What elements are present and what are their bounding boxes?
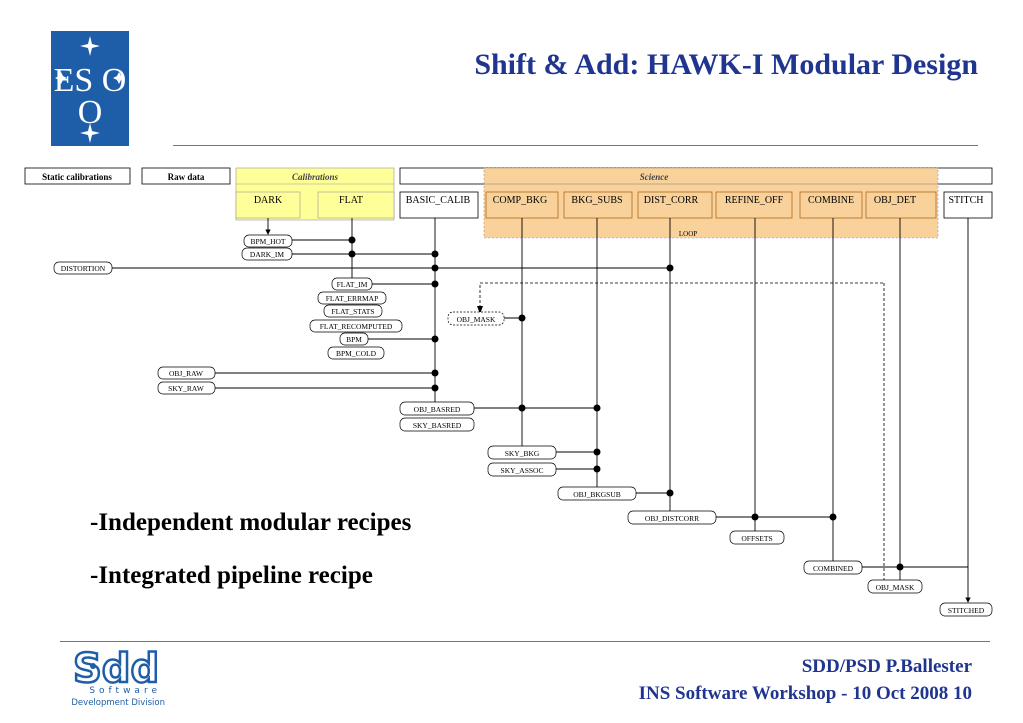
svg-text:OBJ_MASK: OBJ_MASK — [457, 315, 496, 324]
svg-text:REFINE_OFF: REFINE_OFF — [725, 195, 784, 206]
loop-label: LOOP — [679, 230, 697, 238]
svg-text:BPM_COLD: BPM_COLD — [336, 349, 377, 358]
footer-divider — [60, 641, 990, 642]
recipe-dist-corr: DIST_CORR — [637, 191, 713, 219]
product-obj-raw: OBJ_RAW — [157, 366, 216, 380]
product-flat-recomputed: FLAT_RECOMPUTED — [309, 319, 403, 333]
header-calibrations: Calibrations — [292, 172, 339, 182]
svg-text:DARK: DARK — [254, 195, 283, 206]
svg-text:DISTORTION: DISTORTION — [61, 264, 106, 273]
eso-logo: ES O O — [51, 31, 129, 146]
svg-text:Raw data: Raw data — [168, 172, 205, 182]
product-sky-assoc: SKY_ASSOC — [487, 462, 557, 477]
svg-text:STITCHED: STITCHED — [948, 606, 985, 615]
svg-text:OBJ_MASK: OBJ_MASK — [876, 583, 915, 592]
product-stitched: STITCHED — [939, 602, 993, 617]
svg-text:BPM_HOT: BPM_HOT — [250, 237, 285, 246]
svg-text:FLAT: FLAT — [339, 195, 363, 206]
product-distortion: DISTORTION — [53, 261, 113, 275]
svg-text:DARK_IM: DARK_IM — [250, 250, 284, 259]
svg-text:OBJ_DISTCORR: OBJ_DISTCORR — [645, 514, 699, 523]
product-bpm-cold: BPM_COLD — [327, 346, 385, 360]
svg-text:BKG_SUBS: BKG_SUBS — [571, 195, 622, 206]
eso-logo-letters: ES O — [54, 62, 127, 99]
modular-design-diagram: Static calibrations Raw data Calibration… — [24, 167, 993, 617]
header-science: Science — [640, 172, 669, 182]
svg-text:DIST_CORR: DIST_CORR — [644, 195, 699, 206]
page-title: Shift & Add: HAWK-I Modular Design — [474, 48, 978, 81]
recipe-obj-det: OBJ_DET — [865, 191, 937, 219]
recipe-dark: DARK — [235, 191, 301, 219]
svg-text:SKY_RAW: SKY_RAW — [168, 384, 205, 393]
footer-author: SDD/PSD P.Ballester — [801, 656, 972, 677]
product-bpm-hot: BPM_HOT — [243, 234, 293, 248]
header-static-calibrations: Static calibrations — [24, 167, 131, 185]
product-obj-bkgsub: OBJ_BKGSUB — [557, 486, 637, 501]
svg-text:OBJ_BASRED: OBJ_BASRED — [414, 405, 461, 414]
svg-text:FLAT_STATS: FLAT_STATS — [331, 307, 374, 316]
svg-text:FLAT_RECOMPUTED: FLAT_RECOMPUTED — [320, 322, 393, 331]
sdd-logo-letters: Sdd — [73, 648, 159, 688]
svg-text:COMP_BKG: COMP_BKG — [493, 195, 547, 206]
svg-text:BASIC_CALIB: BASIC_CALIB — [406, 195, 471, 206]
svg-text:FLAT_ERRMAP: FLAT_ERRMAP — [326, 294, 379, 303]
product-sky-raw: SKY_RAW — [157, 381, 216, 395]
recipe-bkg-subs: BKG_SUBS — [563, 191, 633, 219]
bullet-integrated-recipe: -Integrated pipeline recipe — [90, 562, 373, 589]
sdd-logo: Sdd — [25, 645, 165, 713]
svg-text:OFFSETS: OFFSETS — [741, 534, 772, 543]
svg-text:OBJ_BKGSUB: OBJ_BKGSUB — [573, 490, 621, 499]
svg-text:STITCH: STITCH — [949, 195, 984, 206]
product-dark-im: DARK_IM — [241, 247, 293, 261]
product-sky-bkg: SKY_BKG — [487, 445, 557, 460]
footer-event: INS Software Workshop - 10 Oct 2008 10 — [638, 683, 972, 704]
title-divider — [173, 145, 978, 146]
product-bpm: BPM — [339, 332, 369, 346]
recipe-refine-off: REFINE_OFF — [715, 191, 793, 219]
recipe-combine: COMBINE — [799, 191, 863, 219]
recipe-stitch: STITCH — [943, 191, 993, 219]
product-obj-distcorr: OBJ_DISTCORR — [627, 510, 717, 525]
science-region — [483, 167, 939, 239]
svg-text:OBJ_RAW: OBJ_RAW — [169, 369, 204, 378]
product-obj-basred: OBJ_BASRED — [399, 401, 475, 416]
svg-text:Static calibrations: Static calibrations — [42, 172, 112, 182]
product-flat-im: FLAT_IM — [331, 277, 373, 291]
header-raw-data: Raw data — [141, 167, 231, 185]
product-obj-mask-bottom: OBJ_MASK — [867, 579, 923, 594]
product-combined: COMBINED — [803, 560, 863, 575]
svg-text:FLAT_IM: FLAT_IM — [337, 280, 368, 289]
product-flat-errmap: FLAT_ERRMAP — [317, 291, 387, 305]
recipe-flat: FLAT — [317, 191, 395, 219]
svg-text:SKY_BASRED: SKY_BASRED — [413, 421, 462, 430]
bullet-independent-recipes: -Independent modular recipes — [90, 509, 412, 536]
svg-text:OBJ_DET: OBJ_DET — [874, 195, 916, 206]
product-obj-mask-top: OBJ_MASK — [447, 311, 505, 326]
svg-text:SKY_ASSOC: SKY_ASSOC — [501, 466, 544, 475]
svg-text:BPM: BPM — [346, 335, 362, 344]
product-flat-stats: FLAT_STATS — [323, 304, 383, 318]
sdd-software-label: Software — [89, 686, 161, 696]
sdd-division-label: Development Division — [71, 698, 165, 708]
svg-text:COMBINED: COMBINED — [813, 564, 854, 573]
svg-text:COMBINE: COMBINE — [808, 195, 854, 206]
svg-text:SKY_BKG: SKY_BKG — [505, 449, 540, 458]
recipe-basic-calib: BASIC_CALIB — [399, 191, 479, 219]
svg-text:O: O — [78, 94, 103, 131]
product-offsets: OFFSETS — [729, 530, 785, 545]
product-sky-basred: SKY_BASRED — [399, 417, 475, 432]
